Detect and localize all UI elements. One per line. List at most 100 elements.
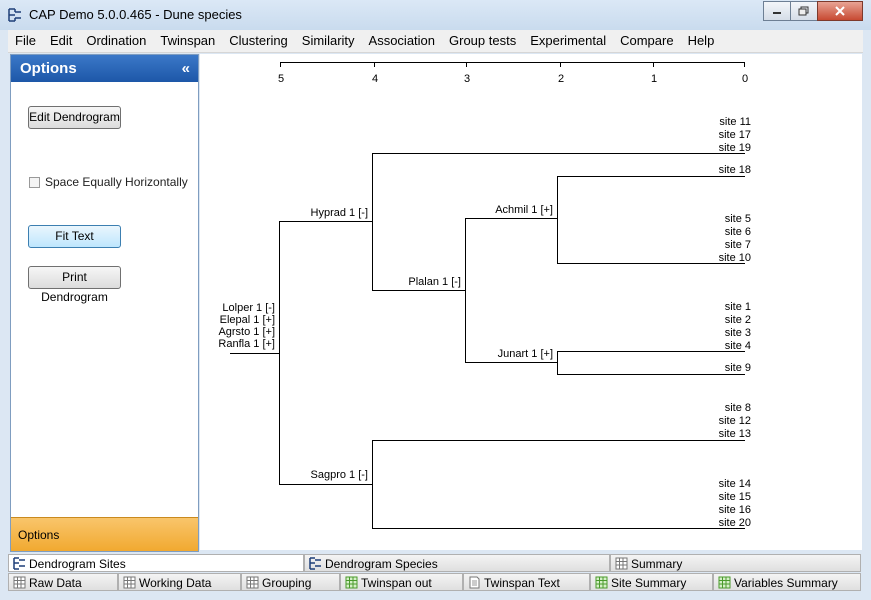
tab-raw-data[interactable]: Raw Data [8,573,118,591]
space-equally-option[interactable]: Space Equally Horizontally [29,175,188,189]
site-label: site 17 [719,129,751,141]
menu-twinspan[interactable]: Twinspan [160,33,216,48]
scale-tick-label: 2 [558,73,564,85]
node-label-plalan: Plalan 1 [-] [408,276,461,288]
node-label-achmil: Achmil 1 [+] [495,204,553,216]
site-label: site 19 [719,142,751,154]
site-label: site 7 [725,239,751,251]
close-button[interactable] [817,1,863,21]
node-label-sagpro: Sagpro 1 [-] [311,469,368,481]
grid-icon [615,557,628,570]
site-label: site 8 [725,402,751,414]
tab-label: Variables Summary [734,576,838,590]
tab-row-upper: Dendrogram Sites Dendrogram Species Summ… [8,554,861,572]
root-split-label: Agrsto 1 [+] [218,326,275,338]
node-label-junart: Junart 1 [+] [498,348,553,360]
tab-label: Summary [631,557,683,571]
document-icon [469,576,480,589]
site-label: site 14 [719,478,751,490]
menu-clustering[interactable]: Clustering [229,33,288,48]
tab-variables-summary[interactable]: Variables Summary [713,573,861,591]
tab-dendrogram-species[interactable]: Dendrogram Species [304,554,610,572]
grid-icon [13,576,26,589]
root-split-label: Elepal 1 [+] [220,314,275,326]
minimize-button[interactable] [763,1,791,21]
node-label-hyprad: Hyprad 1 [-] [311,207,368,219]
scale-tick-label: 0 [742,73,748,85]
tab-label: Site Summary [611,576,687,590]
site-label: site 13 [719,428,751,440]
site-label: site 9 [725,362,751,374]
tab-label: Dendrogram Sites [29,557,126,571]
menu-association[interactable]: Association [368,33,436,48]
tab-summary[interactable]: Summary [610,554,861,572]
window-title: CAP Demo 5.0.0.465 - Dune species [29,7,242,22]
tab-label: Raw Data [29,576,82,590]
dendrogram-branches [230,153,745,529]
close-icon [835,6,845,16]
menu-group-tests[interactable]: Group tests [449,33,517,48]
scale-tick-label: 5 [278,73,284,85]
root-split-label: Lolper 1 [-] [222,302,275,314]
site-label: site 12 [719,415,751,427]
site-label: site 5 [725,213,751,225]
site-label: site 3 [725,327,751,339]
maximize-button[interactable] [790,1,818,21]
space-equally-checkbox[interactable] [29,176,40,188]
scale-tick-label: 3 [464,73,470,85]
menu-similarity[interactable]: Similarity [301,33,355,48]
scale-tick-label: 4 [372,73,378,85]
tab-label: Twinspan out [361,576,432,590]
tab-label: Working Data [139,576,212,590]
menu-edit[interactable]: Edit [49,33,73,48]
tab-working-data[interactable]: Working Data [118,573,241,591]
grid-icon [123,576,136,589]
tab-label: Grouping [262,576,312,590]
options-panel: Options « Edit Dendrogram Space Equally … [10,54,199,552]
site-label: site 1 [725,301,751,313]
scale-axis [280,62,745,67]
site-label: site 6 [725,226,751,238]
scale-tick-label: 1 [651,73,657,85]
options-title: Options [20,60,77,77]
dendrogram-canvas: 5 4 3 2 1 0 [200,54,862,550]
tab-twinspan-out[interactable]: Twinspan out [340,573,463,591]
tab-row-lower: Raw Data Working Data Grouping Twinspan … [8,573,861,591]
menu-help[interactable]: Help [687,33,715,48]
menu-experimental[interactable]: Experimental [530,33,607,48]
collapse-panel-icon[interactable]: « [181,60,190,77]
green-grid-icon [595,576,608,589]
root-split-label: Ranfla 1 [+] [218,338,275,350]
options-footer-bar[interactable]: Options [11,517,198,551]
tab-dendrogram-sites[interactable]: Dendrogram Sites [8,554,304,572]
menu-bar: File Edit Ordination Twinspan Clustering… [8,30,863,53]
site-label: site 11 [719,116,751,128]
tab-twinspan-text[interactable]: Twinspan Text [463,573,590,591]
dendrogram-svg: 5 4 3 2 1 0 [218,62,751,529]
site-label: site 15 [719,491,751,503]
print-dendrogram-button[interactable]: Print Dendrogram [28,266,121,304]
tab-grouping[interactable]: Grouping [241,573,340,591]
menu-file[interactable]: File [15,33,36,48]
site-label: site 10 [719,252,751,264]
title-bar: CAP Demo 5.0.0.465 - Dune species [0,0,871,30]
tab-site-summary[interactable]: Site Summary [590,573,713,591]
dendrogram-icon [13,557,25,570]
edit-dendrogram-button[interactable]: Edit Dendrogram [28,106,121,129]
site-label: site 18 [719,164,751,176]
restore-icon [798,6,809,16]
minimize-icon [773,12,781,14]
menu-ordination[interactable]: Ordination [86,33,147,48]
site-label: site 16 [719,504,751,516]
site-label: site 20 [719,517,751,529]
tab-label: Dendrogram Species [325,557,438,571]
green-grid-icon [345,576,358,589]
grid-icon [246,576,259,589]
tab-label: Twinspan Text [484,576,560,590]
menu-compare[interactable]: Compare [620,33,674,48]
site-label: site 2 [725,314,751,326]
fit-text-button[interactable]: Fit Text [28,225,121,248]
green-grid-icon [718,576,731,589]
app-dendrogram-icon [8,8,21,22]
space-equally-label: Space Equally Horizontally [45,175,188,189]
